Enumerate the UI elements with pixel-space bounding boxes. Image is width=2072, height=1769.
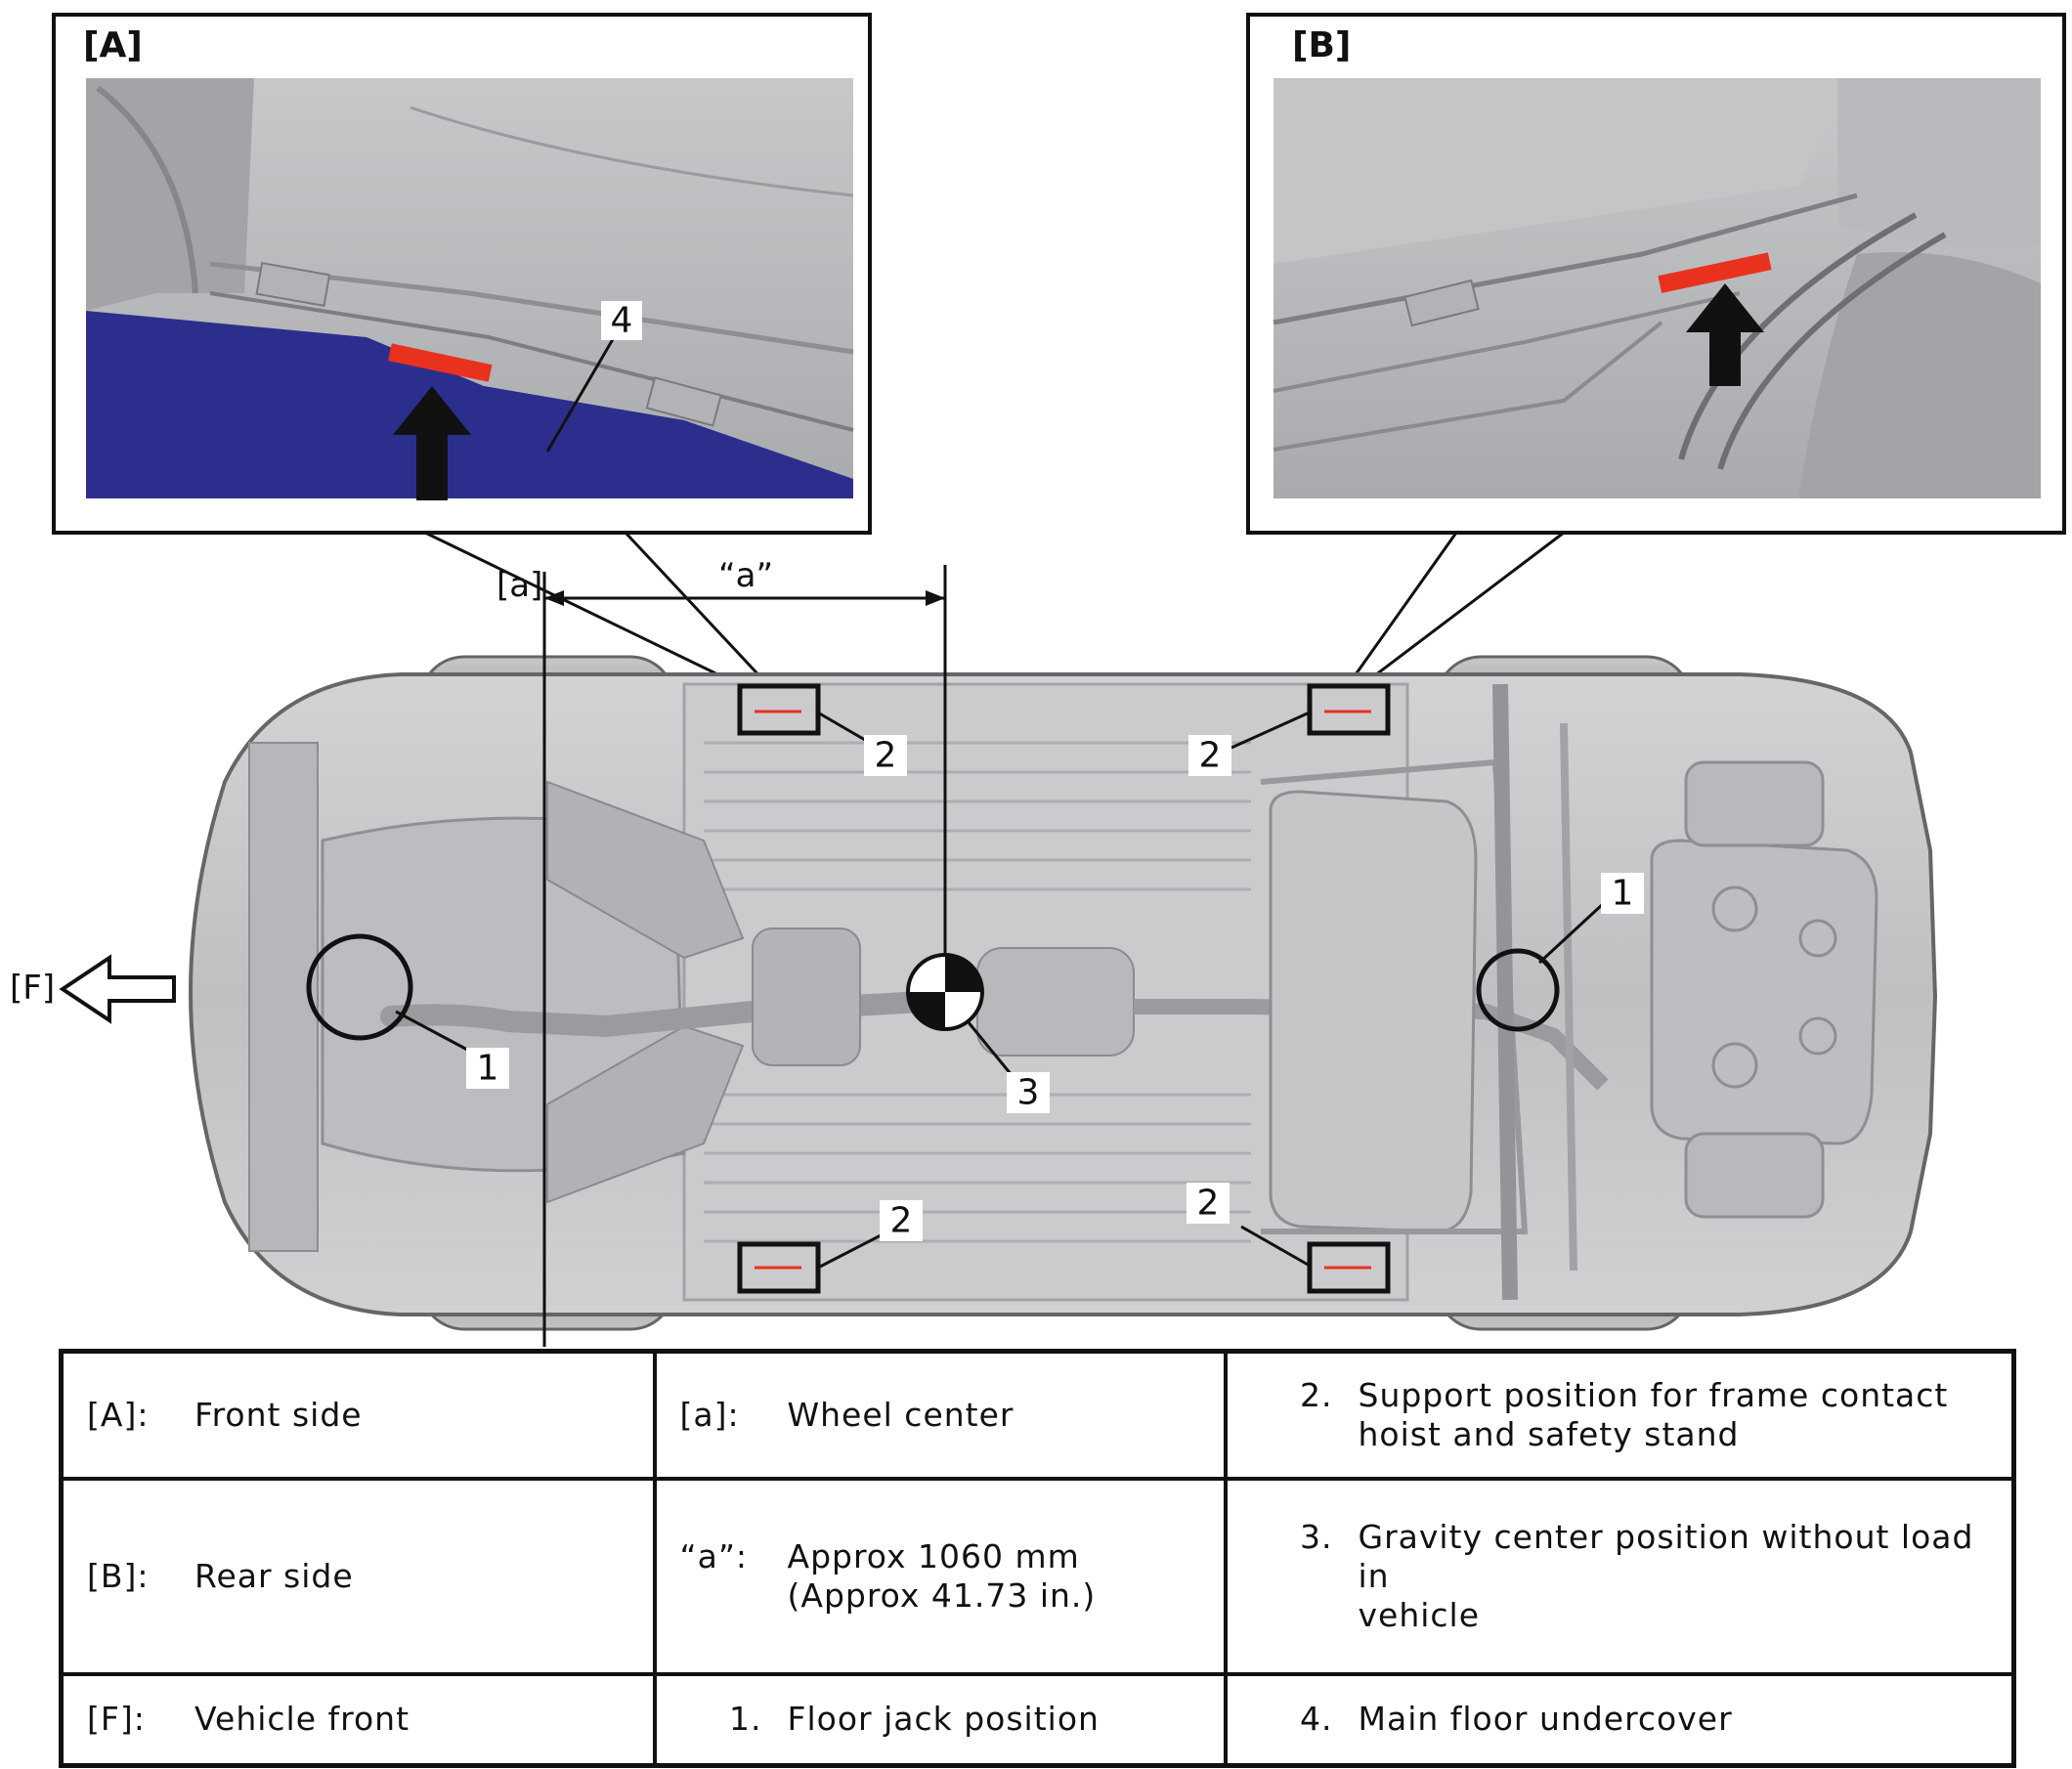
legend-cell-main-floor-undercover: 4. Main floor undercover: [1223, 1671, 2016, 1768]
inset-rear-image: [1273, 78, 2041, 498]
legend-key: 2.: [1300, 1375, 1333, 1414]
dimension-a: [542, 565, 947, 1347]
legend-text: Front side: [194, 1395, 363, 1434]
legend-row: [F]: Vehicle front 1. Floor jack positio…: [59, 1671, 2016, 1768]
callout-2-front-left: 2: [875, 736, 897, 776]
dimension-a-label: “a”: [718, 556, 773, 595]
callout-labels: 2 2 2 2 1 1 3: [466, 735, 1644, 1241]
gravity-center-icon: [906, 953, 984, 1031]
callout-3: 3: [1017, 1073, 1040, 1113]
legend-text: Support position for frame contact: [1358, 1375, 1949, 1414]
floor-jack-rear-circle: [1476, 948, 1560, 1032]
legend-cell-vehicle-front: [F]: Vehicle front: [59, 1671, 657, 1768]
legend-cell-front-side: [A]: Front side: [59, 1349, 657, 1481]
vehicle-front-label: [F]: [10, 969, 55, 1008]
inset-leader-lines: [424, 531, 1565, 686]
legend-table: [A]: Front side [a]: Wheel center 2. Sup…: [59, 1349, 2016, 1768]
vehicle-underbody-diagram: [A] 4 [B]: [10, 13, 2066, 1347]
arrow-up-icon: [393, 386, 471, 500]
legend-text: Vehicle front: [194, 1700, 410, 1739]
floor-jack-front-circle: [306, 933, 413, 1041]
callout-1-rear: 1: [1612, 874, 1634, 914]
legend-text: (Approx 41.73 in.): [787, 1575, 1097, 1615]
front-direction-arrow-icon: [59, 954, 176, 1024]
wheel-center-marker: [a]: [496, 566, 542, 605]
legend-key: 4.: [1300, 1700, 1333, 1739]
legend-cell-gravity-center: 3. Gravity center position without load …: [1223, 1476, 2016, 1676]
legend-cell-dimension-a: “a”: Approx 1060 mm(Approx 41.73 in.): [652, 1476, 1228, 1676]
inset-front-image: 4: [86, 78, 854, 500]
legend-cell-floor-jack: 1. Floor jack position: [652, 1671, 1228, 1768]
legend-key: “a”:: [679, 1536, 749, 1575]
arrow-up-icon: [1686, 283, 1764, 386]
legend-cell-rear-side: [B]: Rear side: [59, 1476, 657, 1676]
car-underbody: [188, 655, 1938, 1331]
callout-leaders: [395, 710, 1605, 1270]
inset-rear-title: [B]: [1292, 25, 1351, 65]
legend-text: Main floor undercover: [1358, 1700, 1733, 1739]
inset-front-side: [A] 4: [52, 13, 872, 535]
callout-2-rear-right: 2: [1197, 1184, 1220, 1224]
legend-text: Wheel center: [787, 1395, 1014, 1434]
legend-text: Approx 1060 mm: [787, 1536, 1080, 1575]
inset-rear-side: [B]: [1246, 13, 2066, 535]
inset-front-title: [A]: [83, 25, 143, 65]
legend-key: 1.: [729, 1700, 762, 1739]
callout-2-front-right: 2: [890, 1201, 913, 1241]
legend-cell-wheel-center: [a]: Wheel center: [652, 1349, 1228, 1481]
legend-key: [B]:: [87, 1556, 150, 1595]
jack-pad-rear: [1658, 252, 1772, 293]
legend-key: 3.: [1300, 1517, 1333, 1556]
legend-row: [B]: Rear side “a”: Approx 1060 mm(Appro…: [59, 1476, 2016, 1676]
legend-text: Rear side: [194, 1556, 354, 1595]
legend-key: [a]:: [679, 1395, 740, 1434]
legend-text: vehicle: [1358, 1595, 1481, 1634]
callout-4: 4: [611, 301, 633, 341]
legend-key: [F]:: [87, 1700, 146, 1739]
callout-2-rear-left: 2: [1199, 736, 1222, 776]
callout-1-front: 1: [477, 1049, 499, 1089]
legend-text: hoist and safety stand: [1358, 1414, 1740, 1453]
jack-pad-front: [388, 343, 493, 382]
legend-key: [A]:: [87, 1395, 150, 1434]
legend-row: [A]: Front side [a]: Wheel center 2. Sup…: [59, 1349, 2016, 1481]
legend-text: Gravity center position without load in: [1358, 1517, 1974, 1595]
legend-text: Floor jack position: [787, 1700, 1100, 1739]
